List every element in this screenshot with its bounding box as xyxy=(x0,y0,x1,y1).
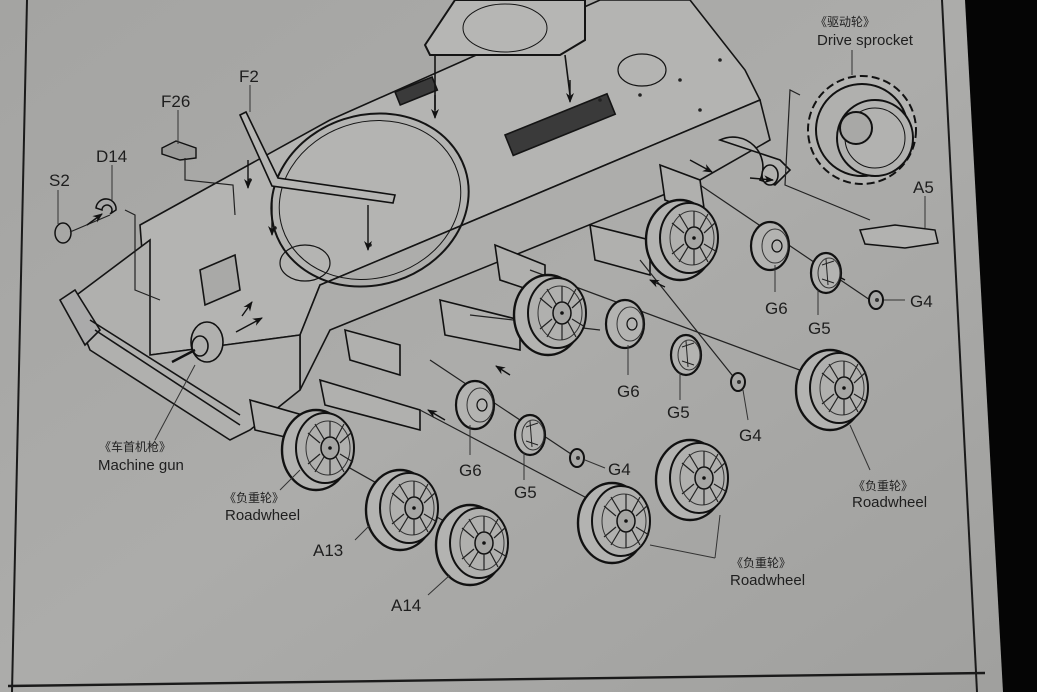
part-G5-c-illustration xyxy=(513,413,547,457)
label-G4-c: G4 xyxy=(608,460,631,479)
label-D14: D14 xyxy=(96,147,128,166)
drive-sprocket-label-en: Drive sprocket xyxy=(817,32,913,49)
label-A14: A14 xyxy=(391,596,422,615)
label-G6-c: G6 xyxy=(459,461,482,480)
frame-border-right xyxy=(941,0,978,692)
part-F2-illustration xyxy=(238,110,396,204)
part-G4-a-illustration xyxy=(868,290,884,310)
label-G4-a: G4 xyxy=(910,292,933,311)
part-F26-illustration xyxy=(161,140,197,161)
part-G4-b-illustration xyxy=(730,372,746,392)
part-S2-illustration xyxy=(54,222,72,244)
roadwheel-bottom-label-cn: 《负重轮》 xyxy=(731,556,792,570)
roadwheel-right-label-cn: 《负重轮》 xyxy=(853,479,914,493)
label-S2: S2 xyxy=(49,171,70,190)
part-G6-c-illustration xyxy=(454,379,496,431)
drive-sprocket-illustration xyxy=(807,75,917,185)
part-G6-a-illustration xyxy=(749,220,791,272)
part-A5-illustration xyxy=(858,224,939,249)
label-G6-a: G6 xyxy=(765,299,788,318)
frame-border-left xyxy=(11,0,28,692)
label-F26: F26 xyxy=(161,92,191,111)
roadwheel-bottom-label-en: Roadwheel xyxy=(730,572,806,589)
part-D14-illustration xyxy=(95,198,117,215)
machine-gun-label-en: Machine gun xyxy=(98,457,184,474)
part-G4-c-illustration xyxy=(569,448,585,468)
label-G6-b: G6 xyxy=(617,382,640,401)
label-G5-b: G5 xyxy=(667,403,690,422)
label-G4-b: G4 xyxy=(739,426,762,445)
roadwheel-right-label-en: Roadwheel xyxy=(852,494,928,511)
label-A13: A13 xyxy=(313,541,344,560)
label-leader-lines xyxy=(57,50,926,596)
drive-sprocket-label-cn: 《驱动轮》 xyxy=(815,15,876,29)
label-F2: F2 xyxy=(239,67,259,86)
part-G5-a-illustration xyxy=(809,251,843,295)
label-G5-a: G5 xyxy=(808,319,831,338)
label-G5-c: G5 xyxy=(514,483,537,502)
hull-illustration xyxy=(58,0,771,441)
frame-border-bottom xyxy=(7,671,986,688)
roadwheel-left-label-cn: 《负重轮》 xyxy=(224,491,285,505)
part-G6-b-illustration xyxy=(604,298,646,350)
part-G5-b-illustration xyxy=(669,333,703,377)
roadwheel-left-label-en: Roadwheel xyxy=(225,507,301,524)
label-A5: A5 xyxy=(913,178,934,197)
machine-gun-label-cn: 《车首机枪》 xyxy=(99,440,172,454)
machine-gun-illustration xyxy=(171,321,224,364)
